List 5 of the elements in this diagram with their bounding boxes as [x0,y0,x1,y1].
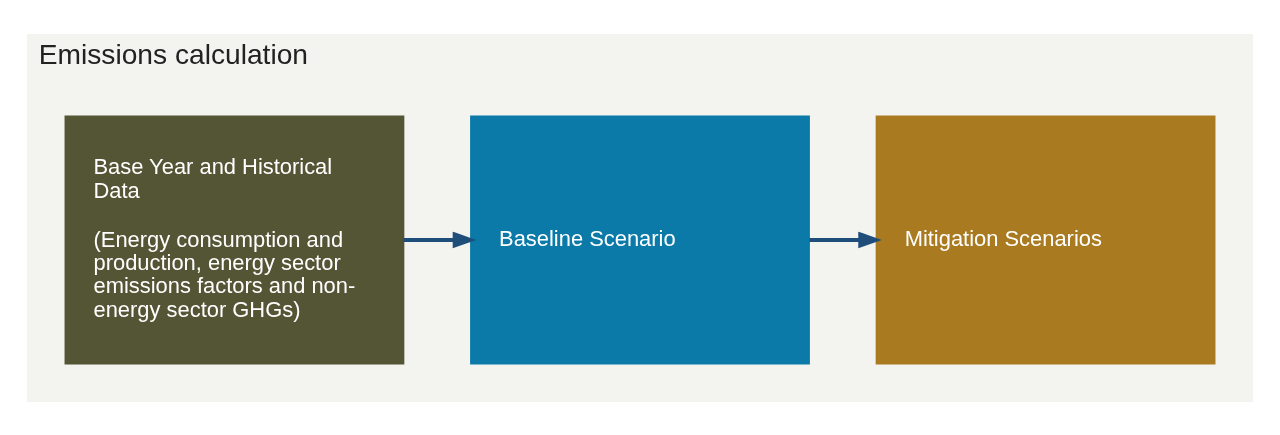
arrow [403,231,477,248]
node-box: Base Year and Historical Data (Energy consumption and production, energy sector emissions factors and non-energy sector GHGs) [64,114,405,364]
node-box: Baseline Scenario [470,114,810,364]
arrow [809,231,882,248]
node-box: Mitigation Scenarios [875,114,1216,364]
